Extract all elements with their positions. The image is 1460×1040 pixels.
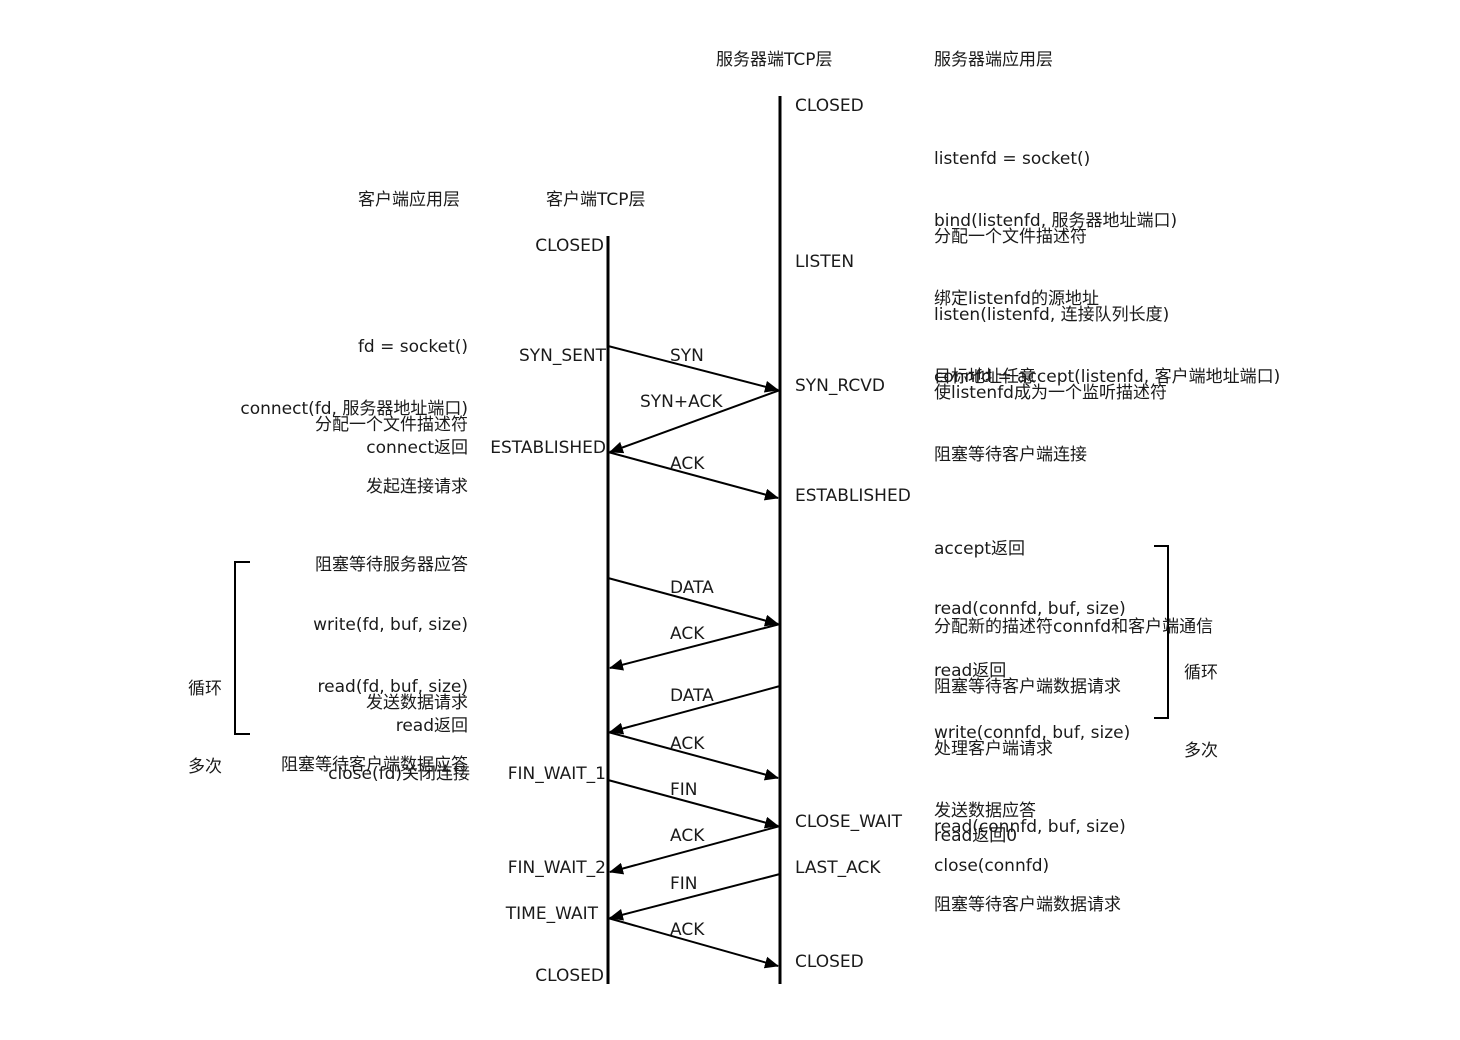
server-state-closed-bottom: CLOSED (795, 952, 864, 972)
arrow-fin-1 (607, 779, 779, 829)
server-write-call: write(connfd, buf, size) 发送数据应答 (934, 668, 1130, 850)
msg-syn: SYN (670, 346, 704, 366)
msg-ack-4: ACK (670, 826, 705, 846)
server-socket-call: listenfd = socket() 分配一个文件描述符 (934, 94, 1090, 276)
client-loop-line1: 循环 (188, 679, 222, 699)
header-client-tcp: 客户端TCP层 (546, 190, 646, 210)
server-read-return: read返回 处理客户端请求 (934, 606, 1053, 788)
server-state-close-wait: CLOSE_WAIT (795, 812, 903, 832)
client-state-closed-top: CLOSED (535, 236, 604, 256)
client-loop-line2: 多次 (188, 757, 222, 777)
server-write-line1: write(connfd, buf, size) (934, 723, 1131, 743)
client-socket-line2: 分配一个文件描述符 (315, 415, 468, 435)
msg-ack-5: ACK (670, 920, 705, 940)
server-state-listen: LISTEN (795, 252, 855, 272)
client-read-return: read返回 (395, 716, 468, 736)
server-state-closed-top: CLOSED (795, 96, 864, 116)
client-connect-line2: 发起连接请求 (366, 477, 468, 497)
client-state-fin-wait-1: FIN_WAIT_1 (507, 764, 606, 784)
server-write-line2: 发送数据应答 (934, 801, 1036, 821)
client-write-call: write(fd, buf, size) 发送数据请求 (313, 560, 468, 742)
arrow-ack-2 (609, 623, 781, 671)
server-state-syn-rcvd: SYN_RCVD (795, 376, 885, 396)
msg-syn-ack: SYN+ACK (640, 392, 723, 412)
server-read2-line1: read(connfd, buf, size) (934, 817, 1126, 837)
server-bind-line1: bind(listenfd, 服务器地址端口) (934, 211, 1178, 231)
server-read-ret-line1: read返回 (934, 661, 1007, 681)
client-state-time-wait: TIME_WAIT (505, 904, 598, 924)
client-socket-call: fd = socket() 分配一个文件描述符 (315, 282, 468, 464)
server-listen-call: listen(listenfd, 连接队列长度) 使listenfd成为一个监听… (934, 250, 1169, 432)
server-listen-line2: 使listenfd成为一个监听描述符 (934, 383, 1167, 403)
server-accept-return: accept返回 分配新的描述符connfd和客户端通信 (934, 484, 1213, 666)
server-state-last-ack: LAST_ACK (795, 858, 881, 878)
msg-data-1: DATA (670, 578, 714, 598)
client-connect-return: connect返回 (366, 438, 468, 458)
client-socket-line1: fd = socket() (357, 337, 468, 357)
client-state-closed-bottom: CLOSED (535, 966, 604, 986)
header-server-app: 服务器端应用层 (934, 50, 1053, 70)
server-accept-line1: connfd = accept(listenfd, 客户端地址端口) (934, 367, 1281, 387)
msg-ack-1: ACK (670, 454, 705, 474)
header-server-tcp: 服务器端TCP层 (716, 50, 833, 70)
client-read-line2: 阻塞等待客户端数据应答 (281, 755, 468, 775)
server-close-call: close(connfd) (934, 856, 1050, 876)
server-loop-line1: 循环 (1184, 663, 1218, 683)
server-bind-line3: 目标地址任意 (934, 367, 1036, 387)
msg-ack-2: ACK (670, 624, 705, 644)
client-write-line2: 发送数据请求 (366, 693, 468, 713)
server-loop-label: 循环 多次 (1184, 608, 1218, 790)
client-read-line1: read(fd, buf, size) (317, 677, 468, 697)
server-accept-ret-line2: 分配新的描述符connfd和客户端通信 (934, 617, 1214, 637)
arrow-ack-5 (607, 917, 779, 969)
client-connect-call: connect(fd, 服务器地址端口) 发起连接请求 阻塞等待服务器应答 (240, 344, 468, 604)
arrow-syn-ack (609, 389, 781, 454)
server-read-line2: 阻塞等待客户端数据请求 (934, 677, 1121, 697)
server-bind-call: bind(listenfd, 服务器地址端口) 绑定listenfd的源地址 目… (934, 156, 1177, 416)
server-socket-line2: 分配一个文件描述符 (934, 227, 1087, 247)
server-bind-line2: 绑定listenfd的源地址 (934, 289, 1099, 309)
msg-ack-3: ACK (670, 734, 705, 754)
arrow-data-1 (607, 577, 779, 627)
client-state-established: ESTABLISHED (490, 438, 606, 458)
server-loop-bracket (1154, 545, 1169, 719)
arrow-ack-1 (607, 451, 779, 501)
server-state-established: ESTABLISHED (795, 486, 911, 506)
msg-data-2: DATA (670, 686, 714, 706)
server-read2-call: read(connfd, buf, size) 阻塞等待客户端数据请求 (934, 762, 1126, 944)
server-loop-line2: 多次 (1184, 741, 1218, 761)
client-close-call: close(fd)关闭连接 (328, 764, 470, 784)
server-read2-line2: 阻塞等待客户端数据请求 (934, 895, 1121, 915)
arrow-ack-3 (607, 731, 779, 781)
server-read-call: read(connfd, buf, size) 阻塞等待客户端数据请求 (934, 544, 1126, 726)
arrow-ack-4 (609, 825, 781, 875)
server-read-return-0: read返回0 (934, 826, 1018, 846)
client-read-call: read(fd, buf, size) 阻塞等待客户端数据应答 (281, 622, 468, 804)
server-listen-line1: listen(listenfd, 连接队列长度) (934, 305, 1170, 325)
msg-fin-2: FIN (670, 874, 698, 894)
server-read-ret-line2: 处理客户端请求 (934, 739, 1053, 759)
client-write-line1: write(fd, buf, size) (313, 615, 468, 635)
header-client-app: 客户端应用层 (358, 190, 460, 210)
server-accept-line2: 阻塞等待客户端连接 (934, 445, 1087, 465)
server-accept-ret-line1: accept返回 (934, 539, 1026, 559)
client-connect-line3: 阻塞等待服务器应答 (315, 555, 468, 575)
client-state-fin-wait-2: FIN_WAIT_2 (507, 858, 606, 878)
server-socket-line1: listenfd = socket() (934, 149, 1091, 169)
client-loop-bracket (234, 561, 250, 735)
msg-fin-1: FIN (670, 780, 698, 800)
arrow-syn (607, 345, 779, 393)
server-read-line1: read(connfd, buf, size) (934, 599, 1126, 619)
client-state-syn-sent: SYN_SENT (518, 346, 606, 366)
client-connect-line1: connect(fd, 服务器地址端口) (240, 399, 468, 419)
arrow-data-2 (609, 685, 781, 735)
server-accept-call: connfd = accept(listenfd, 客户端地址端口) 阻塞等待客… (934, 312, 1280, 494)
arrow-fin-2 (609, 873, 781, 921)
client-loop-label: 循环 多次 (188, 624, 222, 806)
